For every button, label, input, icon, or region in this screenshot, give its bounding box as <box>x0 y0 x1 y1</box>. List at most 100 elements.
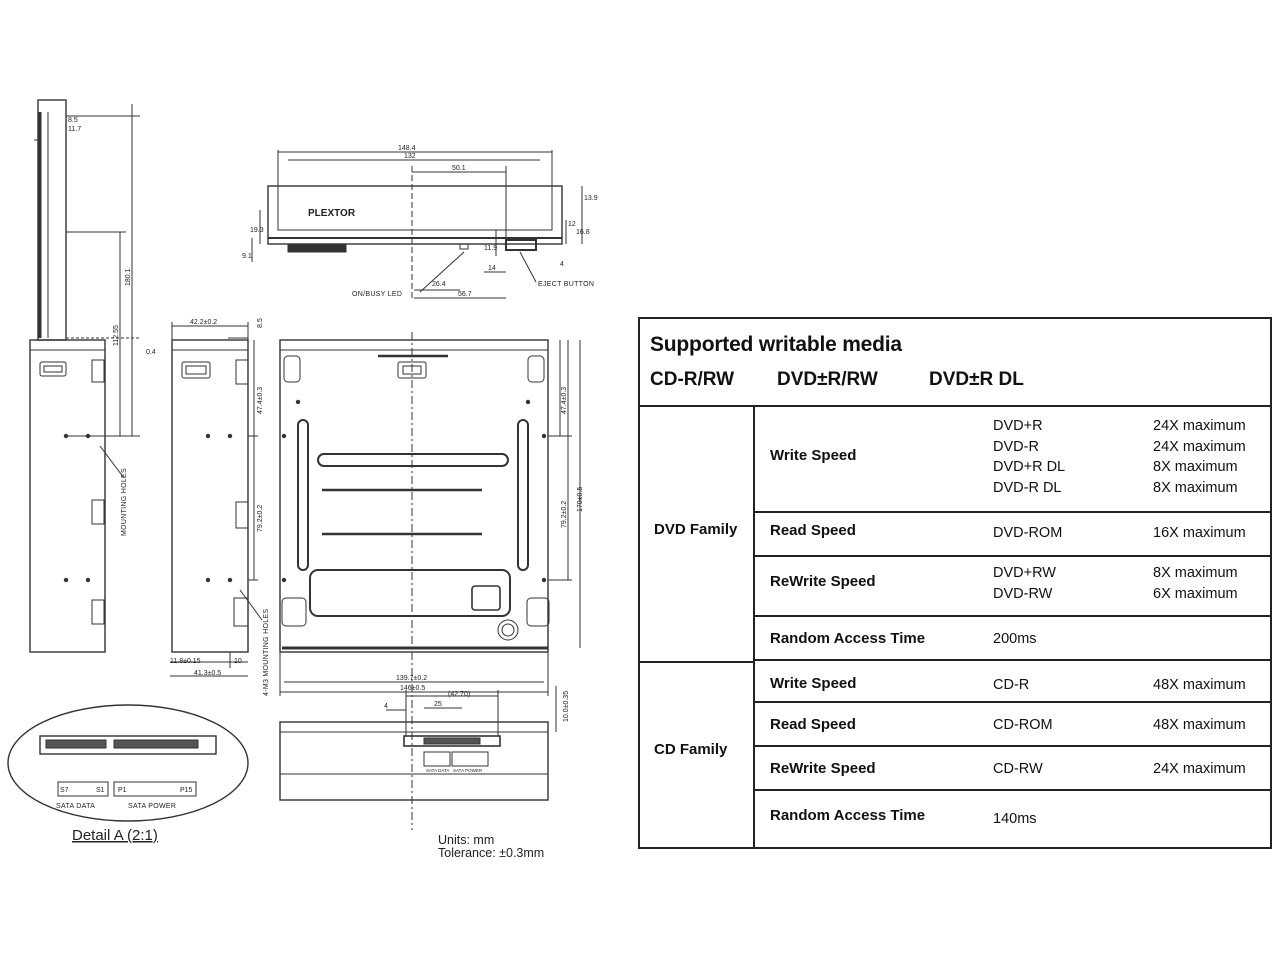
dim-side-b-bottom1: 11.8±0.15 <box>170 658 201 665</box>
dim-rear-data: 25 <box>434 701 442 708</box>
dim-front-h4: 19.3 <box>250 227 264 234</box>
detail-a <box>7 704 249 822</box>
access-time-value: 200ms <box>993 631 1037 647</box>
dim-bottom-inner: 139.7±0.2 <box>396 675 427 682</box>
row-label: ReWrite Speed <box>770 573 876 590</box>
dim-side-b-bottom2: 10 <box>234 658 242 665</box>
row-label: Read Speed <box>770 716 856 733</box>
cd-rewrite-speed-row: ReWrite Speed CD-RW 24X maximum <box>755 747 1270 791</box>
detail-p15: P15 <box>180 787 193 794</box>
speed-value: 8X maximum <box>1153 565 1238 581</box>
dim-side-b-bottom3: 41.3±0.5 <box>194 670 221 677</box>
media-dvd-plus-r: DVD+R <box>993 418 1043 434</box>
side-view-b <box>170 322 263 677</box>
side-view-tall <box>34 99 140 437</box>
detail-s7: S7 <box>60 787 69 794</box>
media-cd: CD-R/RW <box>650 369 735 390</box>
front-view <box>251 150 583 300</box>
dim-front-width: 148.4 <box>398 145 416 152</box>
dim-front-h1: 13.9 <box>584 195 598 202</box>
dim-front-h5: 9.1 <box>242 253 252 260</box>
dim-bottom-hole1: 47.4±0.3 <box>561 387 568 414</box>
dim-bottom-hole2: 79.2±0.2 <box>561 501 568 528</box>
dim-bottom-width: 146±0.5 <box>400 685 425 692</box>
table-title: Supported writable media <box>650 333 902 356</box>
media-dvd-dl: DVD±R DL <box>929 369 1024 390</box>
cd-family-cell: CD Family <box>640 661 755 849</box>
dim-side-b-top: 8.5 <box>257 318 264 328</box>
row-label: ReWrite Speed <box>770 760 876 777</box>
speed-value: 48X maximum <box>1153 677 1246 693</box>
media-dvd-plus-rw: DVD+RW <box>993 565 1056 581</box>
row-label: Write Speed <box>770 675 857 692</box>
dvd-rewrite-speed-row: ReWrite Speed DVD+RW DVD-RW 8X maximum 6… <box>755 557 1270 617</box>
dim-side-b-hole1: 47.4±0.3 <box>257 387 264 414</box>
detail-sata-power: SATA POWER <box>128 803 176 810</box>
label-led: ON/BUSY LED <box>352 291 402 298</box>
units-note: Units: mm <box>438 833 494 847</box>
detail-sata-data: SATA DATA <box>56 803 95 810</box>
speed-value: 8X maximum <box>1153 459 1238 475</box>
brand-logo: PLEXTOR <box>308 208 356 219</box>
dim-front-h3: 16.8 <box>576 229 590 236</box>
dim-rear-offset: 4 <box>384 703 388 710</box>
speed-value: 48X maximum <box>1153 717 1246 733</box>
cd-read-speed-row: Read Speed CD-ROM 48X maximum <box>755 703 1270 747</box>
media-cd-rw: CD-RW <box>993 761 1043 777</box>
dim-side-b-hole2: 79.2±0.2 <box>257 505 264 532</box>
dim-side-b-offset: 0.4 <box>146 349 156 356</box>
tolerance-note: Tolerance: ±0.3mm <box>438 846 544 860</box>
dim-front-bezel: 132 <box>404 153 416 160</box>
family-label: DVD Family <box>654 521 738 538</box>
media-cd-rom: CD-ROM <box>993 717 1053 733</box>
dim-front-led-x: 26.4 <box>432 281 446 288</box>
dim-side-height: 180.1 <box>125 268 132 286</box>
label-rear-sata-power: SATA POWER <box>453 768 483 773</box>
label-eject-button: EJECT BUTTON <box>538 281 594 288</box>
dim-side-top-1: 8.5 <box>68 117 78 124</box>
dim-front-h2: 12 <box>568 221 576 228</box>
dim-front-offset: 50.1 <box>452 165 466 172</box>
supported-media-table: Supported writable media CD-R/RW DVD±R/R… <box>638 317 1272 849</box>
speed-value: 24X maximum <box>1153 761 1246 777</box>
row-label: Random Access Time <box>770 807 926 824</box>
row-label: Random Access Time <box>770 630 926 647</box>
row-label: Write Speed <box>770 447 857 464</box>
dvd-write-speed-row: Write Speed DVD+R DVD-R DVD+R DL DVD-R D… <box>755 407 1270 513</box>
dvd-family-cell: DVD Family <box>640 407 755 661</box>
cd-access-time-row: Random Access Time 140ms <box>755 791 1270 849</box>
dim-front-eject-x: 56.7 <box>458 291 472 298</box>
dim-bottom-length: 170±0.5 <box>577 487 584 512</box>
mounting-hole-markers <box>63 399 547 583</box>
detail-p1: P1 <box>118 787 127 794</box>
family-divider <box>640 661 755 663</box>
media-dvd-rom: DVD-ROM <box>993 525 1063 541</box>
dvd-access-time-row: Random Access Time 200ms <box>755 617 1270 661</box>
media-dvd-minus-rw: DVD-RW <box>993 586 1053 602</box>
access-time-value: 140ms <box>993 811 1037 827</box>
media-dvd-minus-r: DVD-R <box>993 439 1039 455</box>
cd-write-speed-row: Write Speed CD-R 48X maximum <box>755 661 1270 703</box>
dim-front-h7: 4 <box>560 261 564 268</box>
dim-rear-height: 10.0±0.35 <box>563 691 570 722</box>
media-dvd-minus-r-dl: DVD-R DL <box>993 480 1062 496</box>
speed-value: 6X maximum <box>1153 586 1238 602</box>
family-label: CD Family <box>654 741 728 758</box>
label-rear-sata-data: SATA DATA <box>426 768 449 773</box>
rear-view <box>279 686 557 801</box>
dim-front-h6: 11.9 <box>484 245 497 252</box>
dim-side-b-width: 42.2±0.2 <box>190 319 217 326</box>
speed-value: 16X maximum <box>1153 525 1246 541</box>
bottom-view <box>279 332 581 830</box>
media-cd-r: CD-R <box>993 677 1030 693</box>
side-view-a <box>29 339 125 653</box>
media-dvd-plus-r-dl: DVD+R DL <box>993 459 1066 475</box>
media-dvd-rw: DVD±R/RW <box>777 369 878 390</box>
technical-drawing: PLEXTOR 148.4 132 50.1 13.9 12 16.8 19.3… <box>7 99 598 860</box>
speed-value: 24X maximum <box>1153 439 1246 455</box>
label-mounting-holes: MOUNTING HOLES <box>121 468 128 536</box>
label-m3-holes: 4-M3 MOUNTING HOLES <box>263 609 270 696</box>
detail-caption: Detail A (2:1) <box>72 827 158 844</box>
dim-side-hole: 112.55 <box>113 325 120 346</box>
dim-rear-connector: (42.70) <box>448 691 470 698</box>
